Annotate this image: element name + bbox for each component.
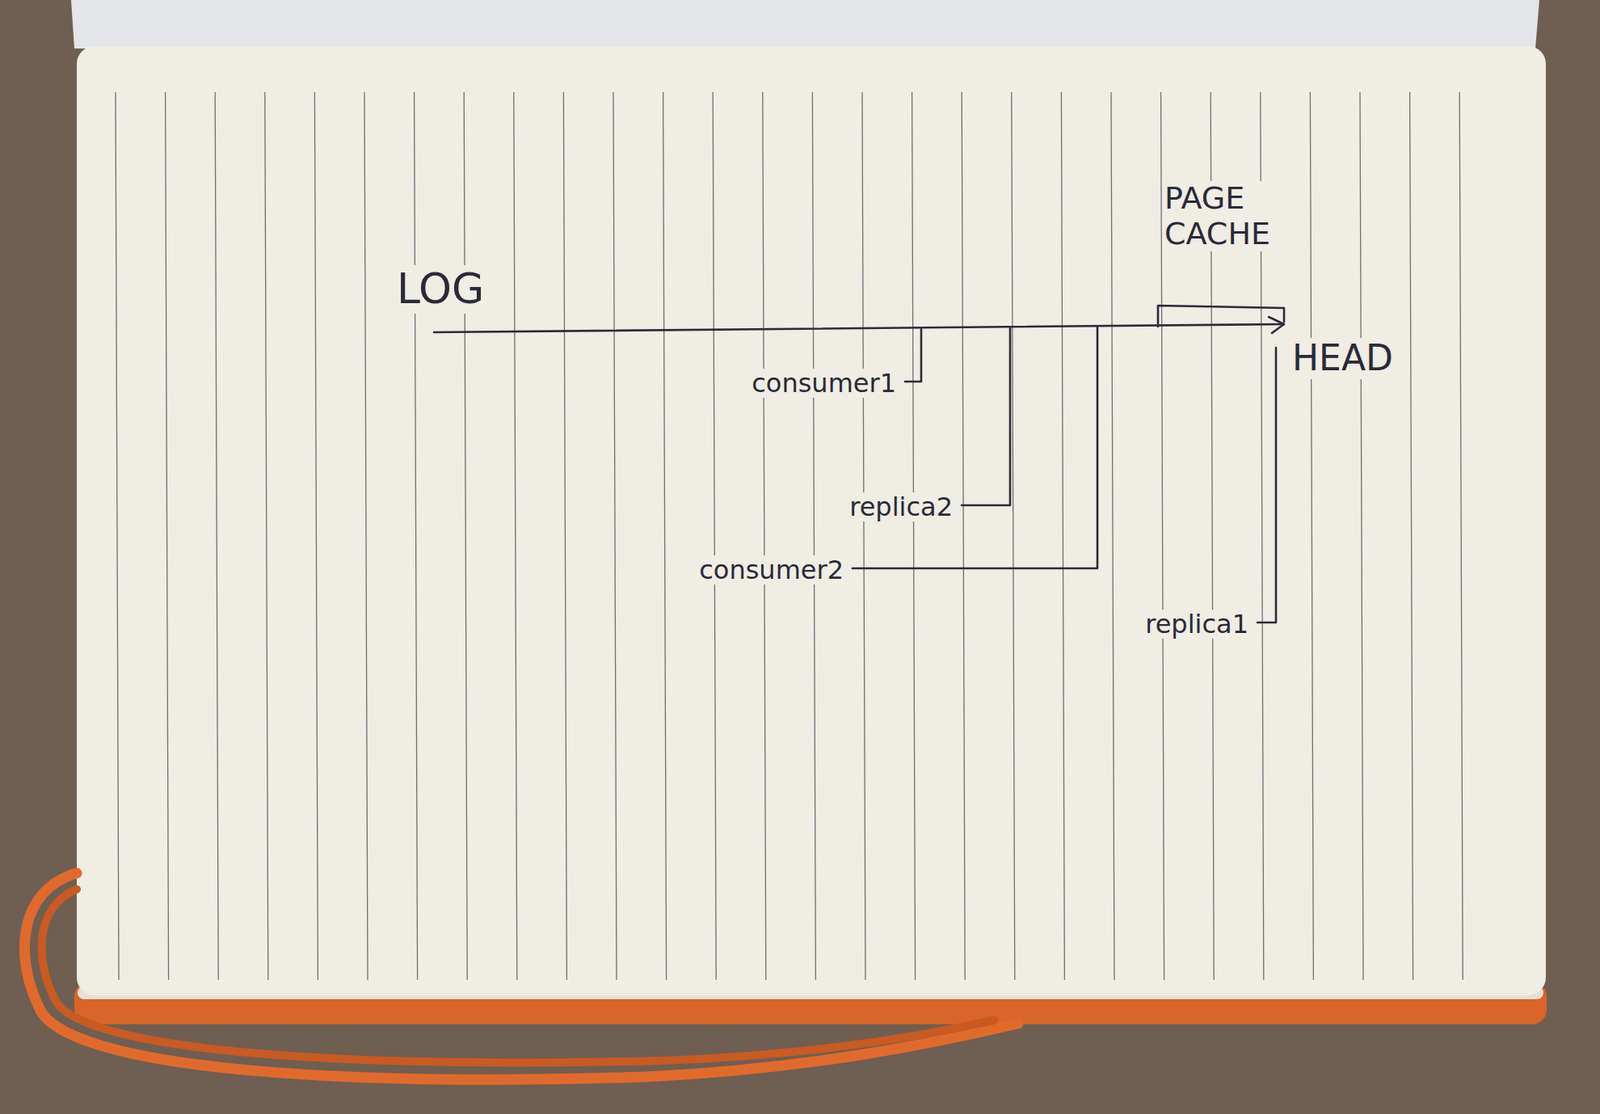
elastic-band — [41, 888, 994, 1062]
ruled-line — [314, 92, 318, 980]
head-arrow — [1268, 316, 1285, 333]
ruled-line — [364, 92, 368, 980]
ruled-line — [862, 92, 866, 980]
page-cache-bracket — [1157, 305, 1285, 327]
ruled-line — [762, 92, 767, 980]
diagram-label: replica1 — [1142, 609, 1251, 640]
ruled-line — [463, 92, 468, 980]
diagram-label: consumer1 — [749, 368, 899, 399]
ruled-line — [563, 92, 567, 980]
ruled-line — [1111, 92, 1115, 980]
leader-line — [905, 328, 922, 382]
leader-line — [852, 327, 1098, 569]
ruled-line — [115, 92, 119, 980]
diagram-label: consumer2 — [696, 555, 847, 586]
ruled-line — [513, 92, 518, 980]
ruled-line — [214, 92, 219, 980]
ruled-line — [1061, 92, 1065, 980]
ruled-line — [961, 92, 965, 980]
ruled-line — [1459, 92, 1463, 980]
ruled-line — [1011, 92, 1015, 980]
ruled-line — [1309, 92, 1314, 980]
diagram-label: LOG — [394, 265, 487, 314]
ruled-line — [1360, 92, 1364, 980]
ruled-line — [712, 92, 716, 980]
ruled-lines — [115, 92, 1463, 980]
ruled-line — [165, 92, 169, 980]
diagram-label: PAGE CACHE — [1162, 181, 1289, 252]
ruled-line — [265, 92, 269, 980]
diagram-label: replica2 — [846, 492, 956, 523]
ruled-line — [1410, 92, 1414, 980]
notebook-page — [76, 46, 1546, 995]
log-line — [433, 324, 1285, 333]
ruled-line — [414, 92, 418, 980]
ruled-line — [912, 92, 916, 980]
ruled-line — [613, 92, 617, 980]
leader-line — [1257, 347, 1276, 623]
elastic-band — [24, 872, 1019, 1079]
previous-page — [71, 0, 1540, 49]
ruled-line — [663, 92, 667, 980]
diagram-label: HEAD — [1289, 337, 1396, 379]
ruled-line — [812, 92, 816, 980]
leader-line — [961, 328, 1011, 506]
